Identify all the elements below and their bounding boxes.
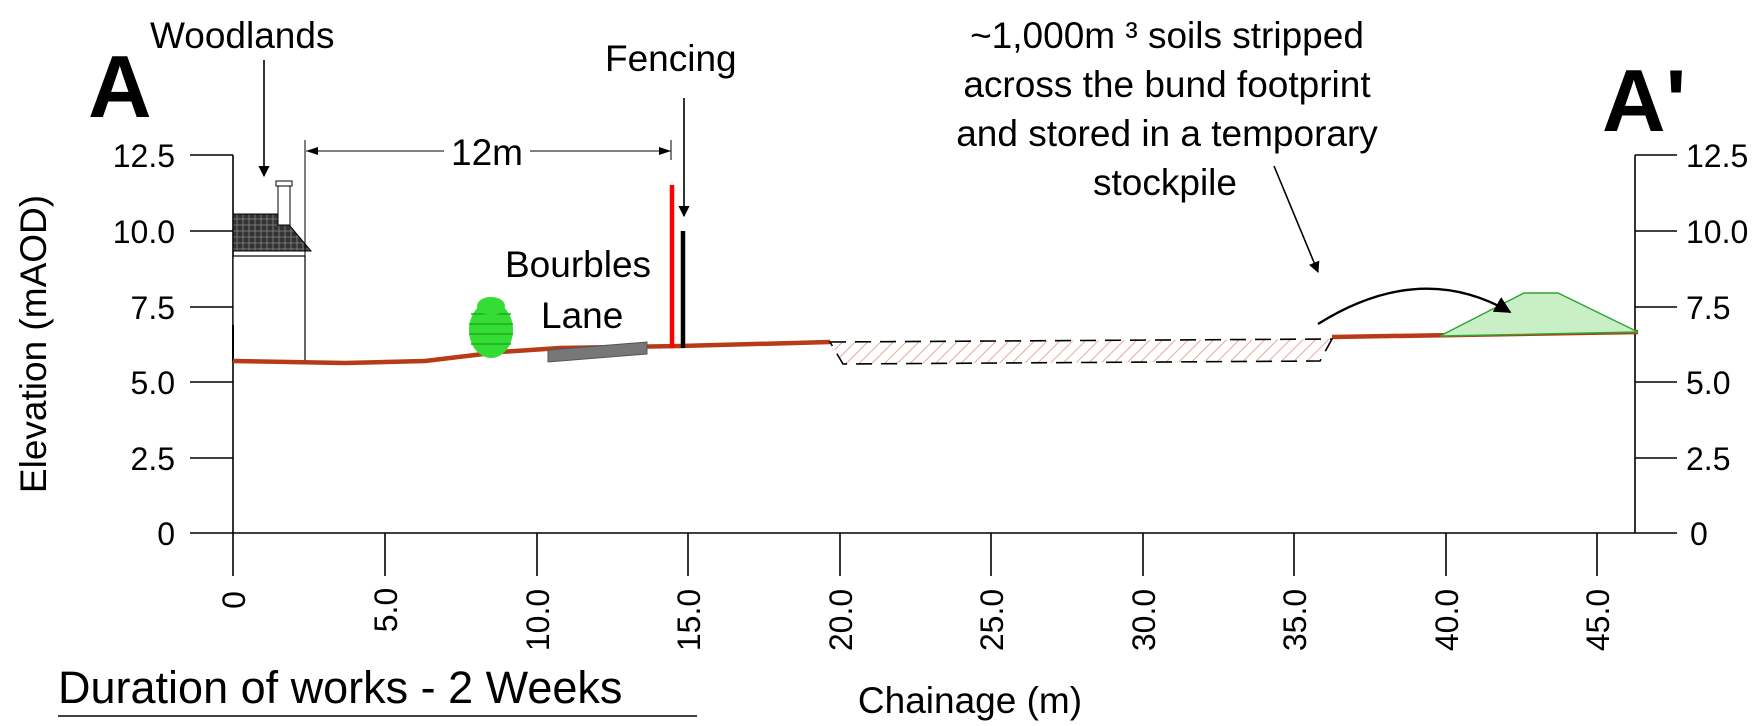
xtick-45: 45.0	[1580, 589, 1616, 651]
ytick-left-0: 0	[157, 516, 175, 552]
xtick-5: 5.0	[368, 588, 404, 632]
existing-ground-line	[232, 339, 831, 366]
ytick-right-7-5: 7.5	[1686, 290, 1730, 326]
xtick-0: 0	[216, 591, 252, 609]
road-label-line1: Bourbles	[505, 244, 651, 285]
xtick-25: 25.0	[974, 589, 1010, 651]
xtick-20: 20.0	[823, 589, 859, 651]
house-icon	[232, 180, 313, 362]
ytick-left-12-5: 12.5	[113, 138, 175, 174]
xtick-10: 10.0	[520, 589, 556, 651]
soils-annotation: ~1,000m ³ soils stripped across the bund…	[956, 15, 1378, 203]
section-end-label: A'	[1602, 51, 1686, 150]
soils-text-line2: across the bund footprint	[963, 64, 1371, 105]
soil-transfer-arrow	[1317, 287, 1512, 326]
temporary-stockpile	[1439, 292, 1639, 337]
ytick-left-10: 10.0	[113, 214, 175, 250]
ytick-right-2-5: 2.5	[1686, 441, 1730, 477]
soils-text-line3: and stored in a temporary	[956, 113, 1378, 154]
ytick-right-10: 10.0	[1686, 214, 1748, 250]
tree-icon	[469, 297, 513, 358]
dimension-12m	[304, 140, 672, 361]
ytick-right-5: 5.0	[1686, 365, 1730, 401]
soils-leader-arrow	[1273, 165, 1320, 274]
soil-strip-area	[828, 338, 1334, 365]
woodlands-label: Woodlands	[150, 15, 334, 56]
dimension-label: 12m	[451, 132, 523, 173]
ytick-left-5: 5.0	[131, 365, 175, 401]
ytick-left-2-5: 2.5	[131, 441, 175, 477]
ytick-left-7-5: 7.5	[131, 290, 175, 326]
soils-text-line1: ~1,000m ³ soils stripped	[970, 15, 1364, 56]
fencing-label: Fencing	[605, 38, 737, 79]
bourbles-lane-road	[547, 341, 648, 363]
ytick-right-12-5: 12.5	[1686, 138, 1748, 174]
xtick-15: 15.0	[671, 589, 707, 651]
xtick-35: 35.0	[1277, 589, 1313, 651]
xtick-30: 30.0	[1126, 589, 1162, 651]
section-start-label: A	[88, 37, 152, 136]
soils-text-line4: stockpile	[1093, 162, 1237, 203]
duration-label: Duration of works - 2 Weeks	[58, 662, 622, 713]
right-y-ticks: 0 2.5 5.0 7.5 10.0 12.5	[1635, 138, 1748, 552]
xtick-40: 40.0	[1429, 589, 1465, 651]
left-y-ticks: 0 2.5 5.0 7.5 10.0 12.5	[113, 138, 233, 552]
y-axis-title: Elevation (mAOD)	[13, 195, 54, 493]
x-ticks: 0 5.0 10.0 15.0 20.0 25.0 30.0 35.0 40.0…	[216, 533, 1616, 651]
road-label-line2: Lane	[541, 295, 623, 336]
ytick-right-0: 0	[1690, 516, 1708, 552]
x-axis-title: Chainage (m)	[858, 680, 1082, 721]
